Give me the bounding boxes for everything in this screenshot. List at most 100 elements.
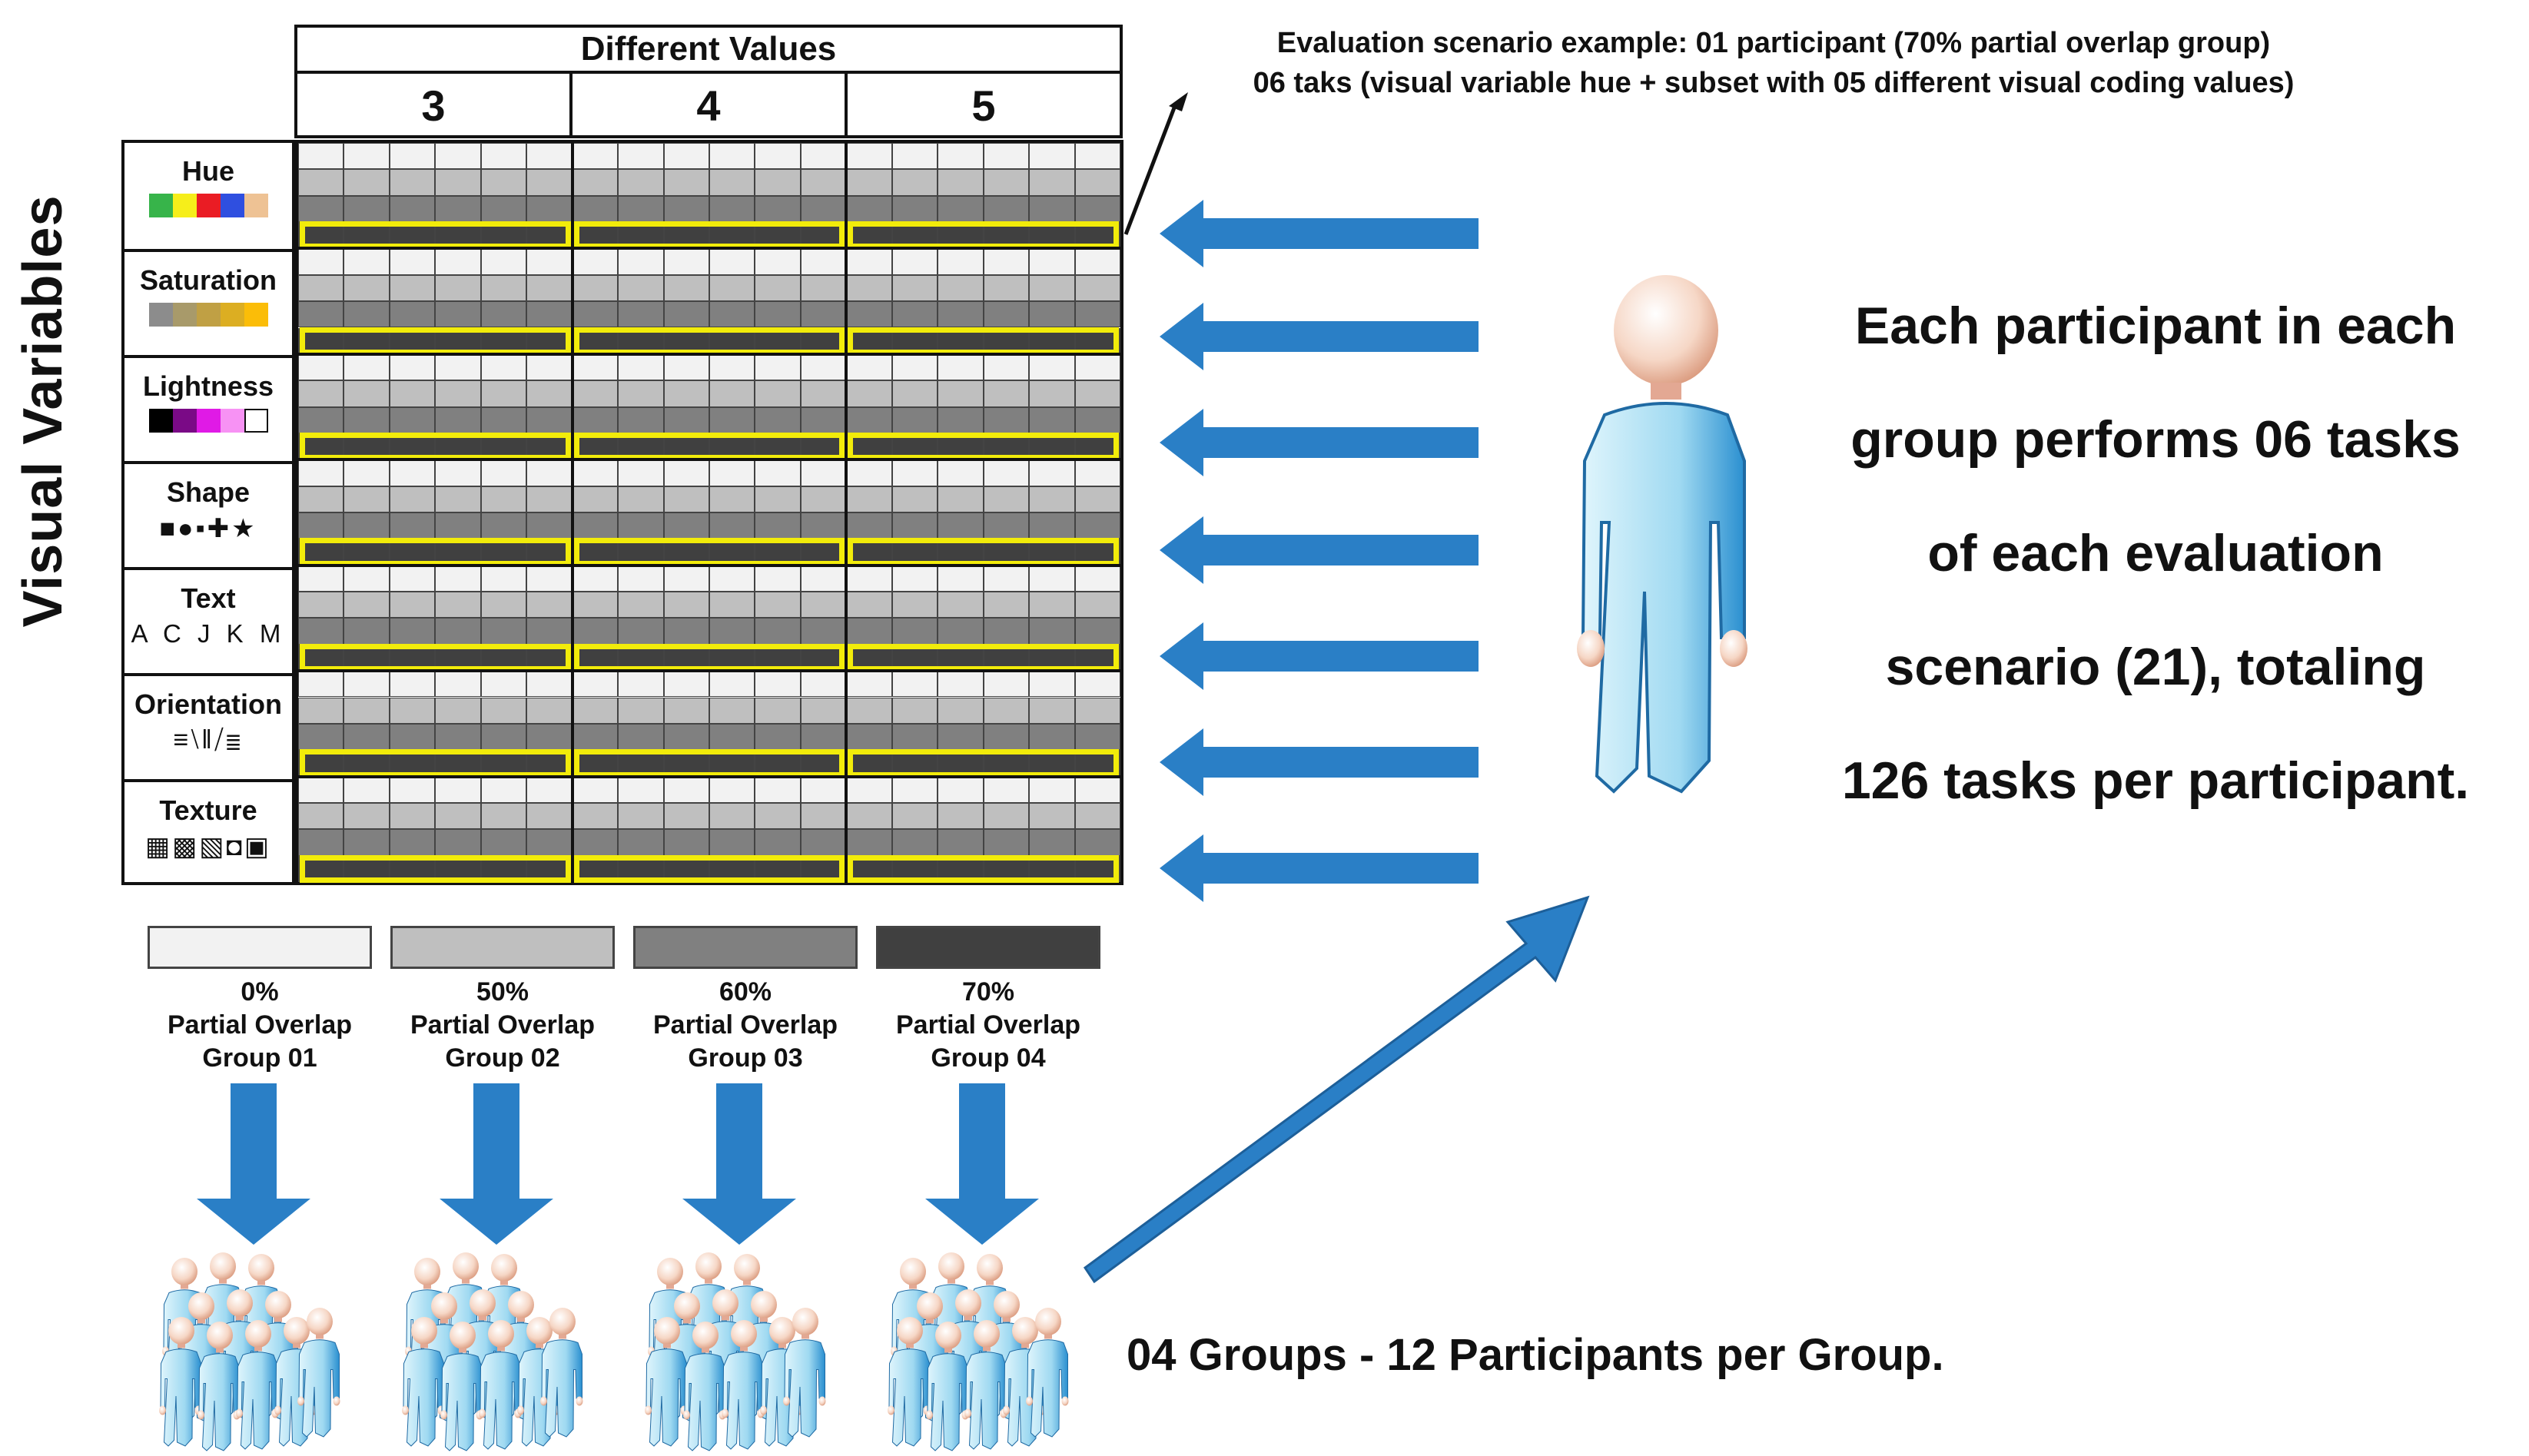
grid-cell [1029, 459, 1075, 486]
column-value-5: 5 [845, 74, 1120, 135]
grid-cell [389, 512, 436, 539]
grid-cell [1074, 486, 1120, 512]
grid-cell [389, 565, 436, 592]
grid-cell [618, 274, 664, 302]
grid-cell [938, 248, 984, 275]
grid-cell [938, 143, 984, 170]
grid-cell [344, 143, 390, 170]
grid-cell [572, 671, 619, 698]
grid-cell [298, 723, 344, 751]
grid-cell [435, 697, 481, 724]
grid-cell [618, 802, 664, 830]
color-swatch [172, 409, 197, 433]
grid-cell [755, 565, 801, 592]
color-swatch [220, 409, 244, 433]
grid-cell [435, 565, 481, 592]
grid-cell [572, 169, 619, 196]
grid-cell [755, 406, 801, 433]
grid-cell [663, 274, 709, 302]
grid-cell [709, 486, 755, 512]
grid-cell [435, 592, 481, 619]
grid-cell [298, 802, 344, 830]
legend-percent: 0% [241, 977, 279, 1007]
grid-cell [435, 406, 481, 433]
grid-cell [800, 274, 847, 302]
legend-caption: Partial Overlap [652, 1010, 838, 1040]
grid-cell [298, 697, 344, 724]
row-separator [298, 247, 1120, 250]
grid-cell [938, 802, 984, 830]
scenario-note-line: 06 taks (visual variable hue + subset wi… [1253, 67, 2295, 99]
grid-cell [938, 274, 984, 302]
grid-cell [938, 776, 984, 803]
grid-cell [1074, 697, 1120, 724]
grid-cell [755, 274, 801, 302]
grid-cell [891, 592, 938, 619]
grid-cell [938, 486, 984, 512]
grid-cell [389, 776, 436, 803]
grid-cell [435, 618, 481, 645]
connector-arrowhead-icon [1169, 92, 1188, 111]
grid-cell [983, 486, 1030, 512]
grid-cell [618, 459, 664, 486]
grid-cell [389, 169, 436, 196]
grid-cell [480, 592, 527, 619]
grid-cell [618, 169, 664, 196]
legend-label-group-04: 70% Partial Overlap Group 04 [873, 976, 1104, 1075]
grid-cell [572, 592, 619, 619]
grid-cell [846, 406, 892, 433]
grid-cell [526, 169, 573, 196]
grid-cell [1074, 143, 1120, 170]
column-header: Different Values 3 4 5 [294, 25, 1123, 138]
grid-cell [709, 829, 755, 856]
color-swatch [244, 303, 268, 327]
grid-cell [572, 143, 619, 170]
legend-label-group-02: 50% Partial Overlap Group 02 [387, 976, 618, 1075]
grid-cell [298, 618, 344, 645]
highlight-box [300, 327, 571, 355]
highlight-box [848, 749, 1119, 778]
grid-cell [800, 592, 847, 619]
grid-cell [480, 406, 527, 433]
people-group-icon [644, 1252, 826, 1451]
summary-text: Each participant in each group performs … [1767, 269, 2529, 837]
grid-cell [435, 353, 481, 381]
legend-caption: Partial Overlap [895, 1010, 1080, 1040]
grid-cell [983, 565, 1030, 592]
grid-cell [1029, 143, 1075, 170]
grid-cell [800, 248, 847, 275]
grid-cell [298, 195, 344, 223]
grid-cell [663, 143, 709, 170]
grid-cell [1074, 248, 1120, 275]
grid-cell [755, 697, 801, 724]
row-separator [298, 563, 1120, 567]
grid-cell [891, 486, 938, 512]
grid-cell [389, 274, 436, 302]
row-separator [298, 669, 1120, 673]
grid-cell [891, 169, 938, 196]
grid-cell [435, 512, 481, 539]
grid-cell [755, 802, 801, 830]
grid-cell [1074, 512, 1120, 539]
highlight-box [848, 643, 1119, 672]
grid-cell [938, 169, 984, 196]
grid-cell [389, 486, 436, 512]
lightness-swatches [124, 409, 292, 433]
grid-cell [938, 512, 984, 539]
grid-cell [891, 565, 938, 592]
grid-cell [1029, 512, 1075, 539]
grid-cell [435, 169, 481, 196]
grid-cell [344, 802, 390, 830]
scenario-note-line: Evaluation scenario example: 01 particip… [1276, 27, 2271, 59]
grid-cell [1029, 301, 1075, 328]
grid-cell [800, 353, 847, 381]
grid-cell [1029, 195, 1075, 223]
highlight-box [848, 432, 1119, 461]
texture-glyphs: ▦▩▧◘▣ [144, 832, 272, 861]
highlight-box [848, 538, 1119, 566]
grid-cell [938, 671, 984, 698]
grid-cell [1029, 776, 1075, 803]
grid-cell [389, 697, 436, 724]
grid-cell [938, 380, 984, 407]
